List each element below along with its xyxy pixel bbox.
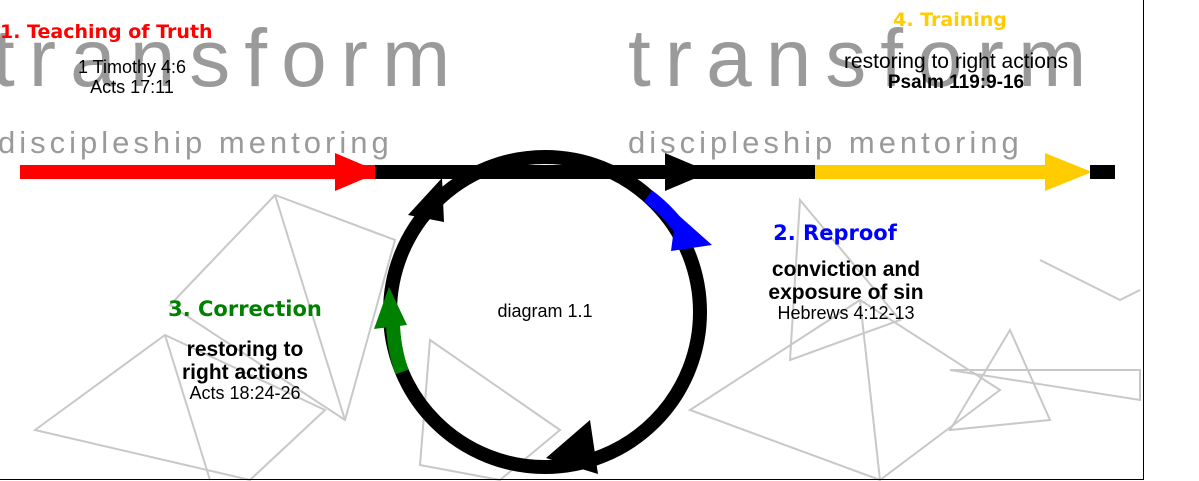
diagram-caption-wrap: diagram 1.1 [470,301,620,322]
reproof-arrowhead [671,213,712,251]
correction-description-2: right actions [181,361,308,385]
training-description: restoring to right actions [843,50,1069,73]
correction-heading-wrap: 3. Correction [120,297,370,321]
sketch-center-boat [418,338,562,481]
watermark-tagline-left: discipleship mentoring [0,125,393,160]
sketch-left-kite [168,193,397,422]
correction-text: restoring to right actions Acts 18:24-26 [150,338,340,404]
reproof-heading: 2. Reproof [773,221,897,245]
reproof-description-2: exposure of sin [768,281,924,305]
sketch-right-kite [788,197,902,362]
sketch-right-box [687,298,1002,481]
training-ref: Psalm 119:9-16 [887,72,1025,94]
reproof-ref: Hebrews 4:12-13 [777,303,915,324]
teaching-ref-1: 1 Timothy 4:6 [77,57,187,77]
correction-segment [386,321,409,375]
teaching-arrowhead [335,153,380,191]
watermark-word-left: transform [0,13,465,104]
training-heading-wrap: 4. Training [830,10,1070,31]
teaching-heading: 1. Teaching of Truth [0,21,213,43]
training-segment [815,165,1050,179]
cycle-arrowhead-bottom [546,420,598,474]
sketch-right-roof [949,369,1141,402]
cycle [374,150,712,474]
training-text: restoring to right actions Psalm 119:9-1… [795,50,1117,94]
reproof-heading-wrap: 2. Reproof [735,221,935,245]
watermark-word-right: transform [628,13,1101,104]
watermark-tagline-right: discipleship mentoring [628,125,1023,160]
training-heading: 4. Training [893,9,1007,31]
timeline-end [1090,165,1115,179]
reproof-text: conviction and exposure of sin Hebrews 4… [725,258,967,324]
teaching-segment [20,165,375,179]
teaching-label: 1. Teaching of Truth [0,22,316,43]
correction-heading: 3. Correction [168,297,322,321]
correction-description-1: restoring to [186,338,304,361]
timeline-arrowhead [665,153,710,191]
teaching-refs: 1 Timothy 4:6 Acts 17:11 [62,57,202,98]
reproof-description-1: conviction and [771,258,921,281]
sketch-left-box [32,333,327,481]
cycle-arrowhead-upper-left [408,178,444,222]
diagram-caption: diagram 1.1 [497,301,593,321]
sketch-right-boat [948,327,1052,432]
correction-arrowhead [374,287,407,329]
training-arrowhead [1045,153,1092,191]
teaching-ref-2: Acts 17:11 [90,76,174,97]
correction-ref: Acts 18:24-26 [189,383,301,404]
